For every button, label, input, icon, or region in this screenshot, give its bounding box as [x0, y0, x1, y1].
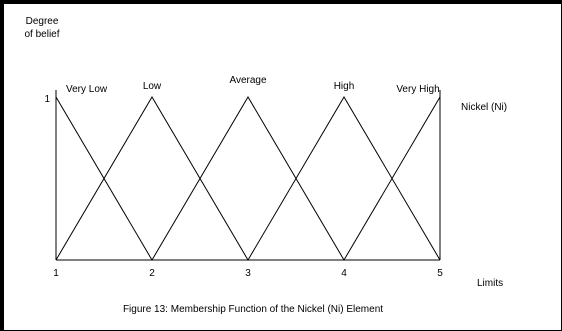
x-tick-label: 1 [53, 268, 59, 279]
series-label-high: High [334, 81, 355, 92]
series-line-low [55, 96, 249, 261]
y-axis-label-line-2: of belief [24, 29, 59, 40]
variable-label: Nickel (Ni) [461, 102, 507, 113]
series-line-very-high [343, 96, 441, 261]
figure-caption: Figure 13: Membership Function of the Ni… [122, 304, 384, 315]
series-label-very-low: Very Low [66, 84, 108, 95]
membership-function-chart: Degree of belief 1 Limits Nickel (Ni) 1 2… [24, 16, 507, 289]
x-tick-labels: 1 2 3 4 5 [53, 268, 443, 279]
x-tick-label: 2 [149, 268, 155, 279]
series-line-high [247, 96, 441, 261]
series-label-very-high: Very High [396, 84, 439, 95]
y-tick-label: 1 [44, 94, 50, 105]
series-label-average: Average [229, 75, 267, 86]
y-axis-label-line-1: Degree [26, 16, 59, 27]
series-line-average [151, 96, 345, 261]
x-tick-label: 5 [437, 268, 443, 279]
x-axis-label: Limits [477, 278, 503, 289]
series-label-low: Low [143, 81, 162, 92]
membership-series [55, 96, 441, 261]
x-tick-label: 3 [245, 268, 251, 279]
x-tick-label: 4 [341, 268, 347, 279]
